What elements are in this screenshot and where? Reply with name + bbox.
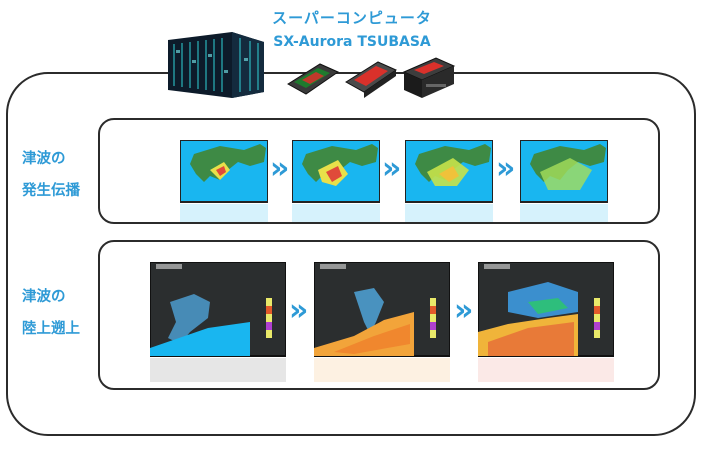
label-inundation: 津波の 陸上遡上 bbox=[22, 281, 80, 345]
propagation-frame-2 bbox=[292, 140, 380, 222]
propagation-frame-3 bbox=[405, 140, 493, 222]
label-propagation-line1: 津波の bbox=[22, 151, 66, 167]
vector-engine-server-image bbox=[402, 57, 456, 98]
inundation-frame-1 bbox=[150, 262, 286, 382]
vector-engine-card-1-image bbox=[287, 63, 340, 95]
label-propagation: 津波の 発生伝播 bbox=[22, 143, 80, 207]
arrow-propagation-2-icon: » bbox=[382, 151, 402, 186]
inundation-frame-3 bbox=[478, 262, 614, 382]
arrow-inundation-2-icon: » bbox=[454, 293, 474, 328]
title-english: SX-Aurora TSUBASA bbox=[273, 34, 431, 50]
arrow-propagation-3-icon: » bbox=[496, 151, 516, 186]
supercomputer-rack-image bbox=[168, 32, 264, 98]
label-propagation-line2: 発生伝播 bbox=[22, 183, 80, 199]
label-inundation-line1: 津波の bbox=[22, 289, 66, 305]
arrow-inundation-1-icon: » bbox=[289, 293, 309, 328]
label-inundation-line2: 陸上遡上 bbox=[22, 321, 80, 337]
propagation-frame-1 bbox=[180, 140, 268, 222]
propagation-frame-4 bbox=[520, 140, 608, 222]
vector-engine-card-2-image bbox=[345, 61, 398, 98]
title-japanese: スーパーコンピュータ bbox=[272, 9, 432, 27]
arrow-propagation-1-icon: » bbox=[270, 151, 290, 186]
inundation-frame-2 bbox=[314, 262, 450, 382]
